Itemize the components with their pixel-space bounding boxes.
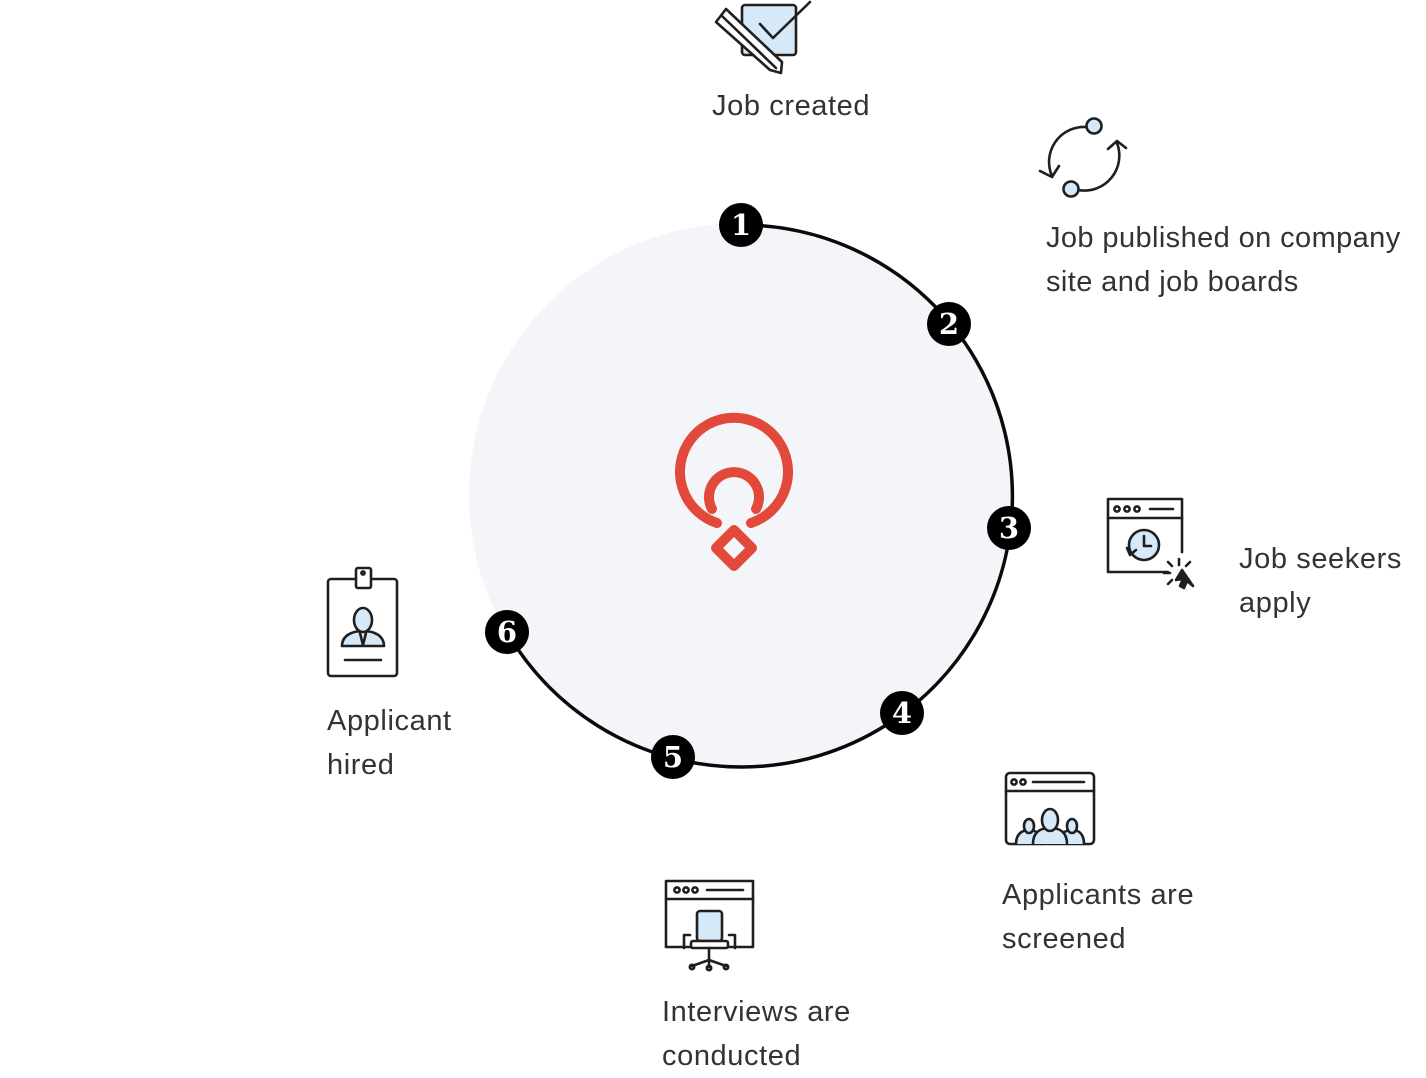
- step-badge-3: 3: [987, 506, 1031, 550]
- recruit-pin-logo-icon: [675, 412, 793, 571]
- step-number-5: 5: [663, 740, 683, 774]
- step-number-2: 2: [939, 307, 959, 341]
- step-label-line: apply: [1239, 587, 1312, 619]
- step-badge-6: 6: [485, 610, 529, 654]
- step-label-1: Job created: [712, 84, 870, 128]
- step-label-line: Job seekers: [1239, 543, 1402, 575]
- step-label-line: Interviews are: [662, 996, 851, 1028]
- step-label-line: conducted: [662, 1040, 802, 1072]
- browser-interview-chair-icon: [664, 879, 755, 972]
- sync-publish-icon: [1038, 117, 1128, 198]
- job-created-icon: [714, 0, 812, 75]
- step-label-line: Job published on company: [1046, 222, 1401, 254]
- step-label-6: Applicant hired: [327, 699, 452, 787]
- browser-apply-icon: [1106, 497, 1195, 590]
- step-label-line: hired: [327, 749, 395, 781]
- cycle-arc: [505, 223, 1015, 769]
- step-label-line: screened: [1002, 923, 1127, 955]
- step-label-line: Job created: [712, 90, 871, 122]
- cycle-circle: [469, 223, 1013, 767]
- step-label-line: Applicants are: [1002, 879, 1195, 911]
- step-label-3: Job seekers apply: [1239, 537, 1402, 625]
- id-badge-icon: [326, 566, 399, 678]
- step-badge-2: 2: [927, 302, 971, 346]
- step-number-4: 4: [892, 696, 912, 730]
- step-badge-5: 5: [651, 735, 695, 779]
- step-label-line: Applicant: [327, 705, 452, 737]
- browser-applicants-icon: [1004, 771, 1096, 846]
- step-number-1: 1: [731, 208, 751, 242]
- step-number-6: 6: [497, 615, 517, 649]
- step-number-3: 3: [999, 511, 1019, 545]
- step-label-4: Applicants are screened: [1002, 873, 1194, 961]
- step-label-line: site and job boards: [1046, 266, 1299, 298]
- step-badge-4: 4: [880, 691, 924, 735]
- step-label-2: Job published on company site and job bo…: [1046, 216, 1401, 304]
- step-badge-1: 1: [719, 203, 763, 247]
- step-label-5: Interviews are conducted: [662, 990, 851, 1078]
